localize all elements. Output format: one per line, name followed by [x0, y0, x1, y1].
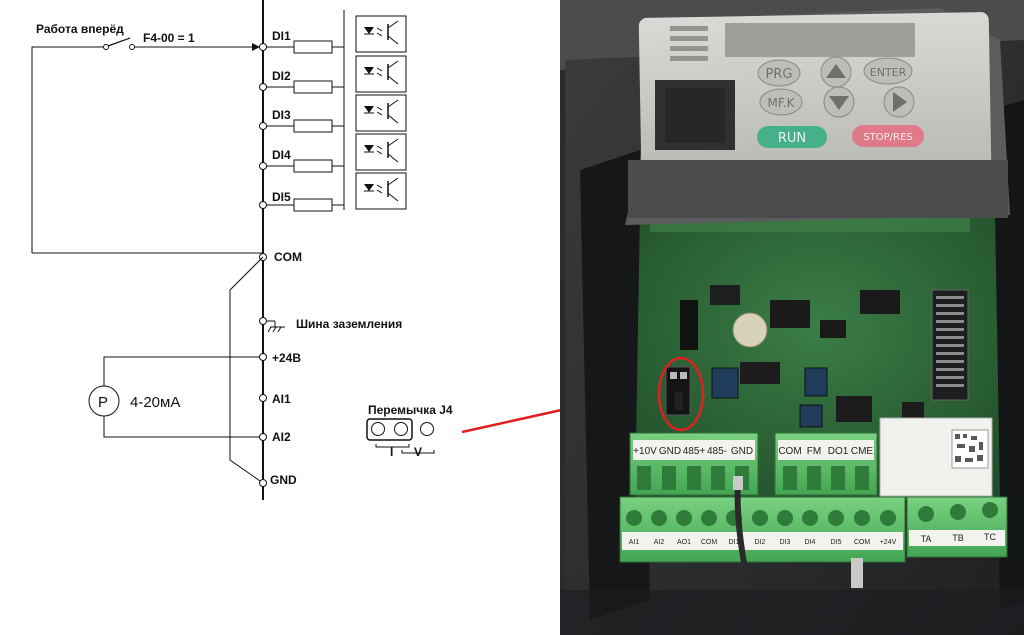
- terminal-label-di5: DI5: [272, 190, 291, 204]
- terminal-label: DI4: [805, 539, 816, 546]
- terminal-label-ai2: AI2: [272, 430, 291, 444]
- terminal-label-ai1: AI1: [272, 392, 291, 406]
- jumper-pin: [371, 422, 385, 436]
- terminal-label-gnd: GND: [270, 473, 297, 487]
- terminal-label: DI2: [755, 539, 766, 546]
- device-photo: PRG ENTER MF.K: [560, 0, 1024, 635]
- highlight-circle: [657, 356, 705, 432]
- terminal-label: GND: [659, 446, 681, 457]
- terminal-label-di3: DI3: [272, 108, 291, 122]
- terminal-label: CME: [851, 446, 874, 457]
- terminal-gnd: GND: [259, 473, 297, 487]
- terminal-label-plus24: +24В: [272, 351, 301, 365]
- sensor-symbol: P: [98, 394, 108, 411]
- optocoupler: [355, 55, 407, 93]
- jumper-pin: [394, 422, 408, 436]
- keypad-label-mfk: MF.K: [767, 96, 795, 110]
- terminal-label-com: COM: [274, 250, 302, 264]
- resistor: [293, 119, 333, 133]
- terminal-label: COM: [854, 539, 871, 546]
- arrow-down-icon: [829, 96, 849, 110]
- buzzer: [732, 312, 768, 348]
- terminal-label: +24V: [880, 539, 897, 546]
- terminal-label-di2: DI2: [272, 69, 291, 83]
- resistor: [293, 198, 333, 212]
- terminal-label: AI1: [629, 539, 640, 546]
- optocoupler: [355, 172, 407, 210]
- terminal-label: DI1: [729, 539, 740, 546]
- resistor: [293, 40, 333, 54]
- keypad-label-stop: STOP/RES: [863, 132, 912, 143]
- terminal-label: TB: [952, 533, 964, 543]
- pressure-sensor: P 4-20мА: [88, 385, 260, 438]
- terminal-block-lower: AI1 AI2 AO1 COM DI1 DI2 DI3 DI4 DI5 COM …: [619, 496, 906, 563]
- digital-input-di3: DI3: [259, 94, 407, 133]
- terminal-label: COM: [701, 539, 718, 546]
- digital-input-di1: DI1: [259, 10, 407, 210]
- arrow-right-icon: [893, 92, 907, 112]
- keypad-button-mfk[interactable]: MF.K: [759, 88, 803, 116]
- terminal-label-di1: DI1: [272, 29, 291, 43]
- terminal-label: GND: [731, 446, 753, 457]
- terminal-ai2: AI2: [259, 430, 291, 444]
- keypad-button-stop[interactable]: STOP/RES: [852, 125, 924, 147]
- terminal-block-upper: +10V GND 485+ 485- GND COM FM DO1 CME: [629, 432, 878, 496]
- terminal-block-relay: TA TB TC: [906, 496, 1008, 558]
- optocoupler: [355, 15, 407, 53]
- resistor: [293, 80, 333, 94]
- optocoupler: [355, 94, 407, 132]
- ground-icon: [267, 320, 285, 333]
- terminal-labels-upper: +10V GND 485+ 485- GND COM FM DO1 CME: [633, 446, 873, 457]
- display-window: [725, 23, 915, 57]
- jumper-pos-i: I: [390, 445, 393, 459]
- jumper-title: Перемычка J4: [368, 403, 453, 417]
- keypad-button-run[interactable]: RUN: [757, 126, 827, 148]
- terminal-label: DI3: [780, 539, 791, 546]
- keypad-label-run: RUN: [778, 131, 806, 146]
- forward-run-switch: [107, 37, 131, 47]
- keypad-button-up[interactable]: [820, 56, 852, 88]
- terminal-label-di4: DI4: [272, 148, 291, 162]
- terminal-label: AO1: [677, 539, 691, 546]
- jumper-j4: Перемычка J4 I V: [366, 403, 453, 459]
- jumper-pos-v: V: [414, 445, 422, 459]
- terminal-label: DO1: [828, 446, 849, 457]
- terminal-plus24: +24В: [103, 351, 301, 386]
- arrow-up-icon: [826, 64, 846, 78]
- keypad-label-enter: ENTER: [870, 66, 907, 79]
- keypad-label-prg: PRG: [766, 67, 793, 82]
- terminal-label: DI5: [831, 539, 842, 546]
- terminal-label: +10V: [633, 446, 657, 457]
- keypad-button-down[interactable]: [823, 86, 855, 118]
- keypad-button-enter[interactable]: ENTER: [863, 57, 913, 85]
- terminal-label: AI2: [654, 539, 665, 546]
- sensor-range-label: 4-20мА: [130, 394, 180, 411]
- keypad-button-right[interactable]: [883, 86, 915, 118]
- terminal-label: 485-: [707, 446, 727, 457]
- terminal-label-ground-bus: Шина заземления: [296, 317, 402, 331]
- terminal-com: COM: [229, 250, 302, 484]
- resistor: [293, 159, 333, 173]
- keypad-button-prg[interactable]: PRG: [757, 59, 801, 87]
- optocoupler: [355, 133, 407, 171]
- terminal-ground-bus: Шина заземления: [259, 317, 402, 333]
- digital-input-di2: DI2: [259, 55, 407, 94]
- terminal-label: TA: [921, 534, 932, 544]
- terminal-label: COM: [778, 446, 801, 457]
- terminal-labels-lower: AI1 AI2 AO1 COM DI1 DI2 DI3 DI4 DI5 COM …: [629, 539, 897, 546]
- terminal-label: TC: [984, 532, 996, 542]
- digital-input-di4: DI4: [259, 133, 407, 173]
- digital-input-di5: DI5: [259, 172, 407, 212]
- terminal-label: FM: [807, 446, 821, 457]
- schematic-diagram: Работа вперёд F4-00 = 1 DI1: [31, 0, 453, 500]
- terminal-ai1: AI1: [259, 392, 291, 406]
- forward-run-circuit: Работа вперёд F4-00 = 1: [31, 22, 263, 254]
- forward-run-label: Работа вперёд: [36, 22, 124, 36]
- parameter-label: F4-00 = 1: [143, 31, 195, 45]
- jumper-pin: [420, 422, 434, 436]
- terminal-label: 485+: [683, 446, 706, 457]
